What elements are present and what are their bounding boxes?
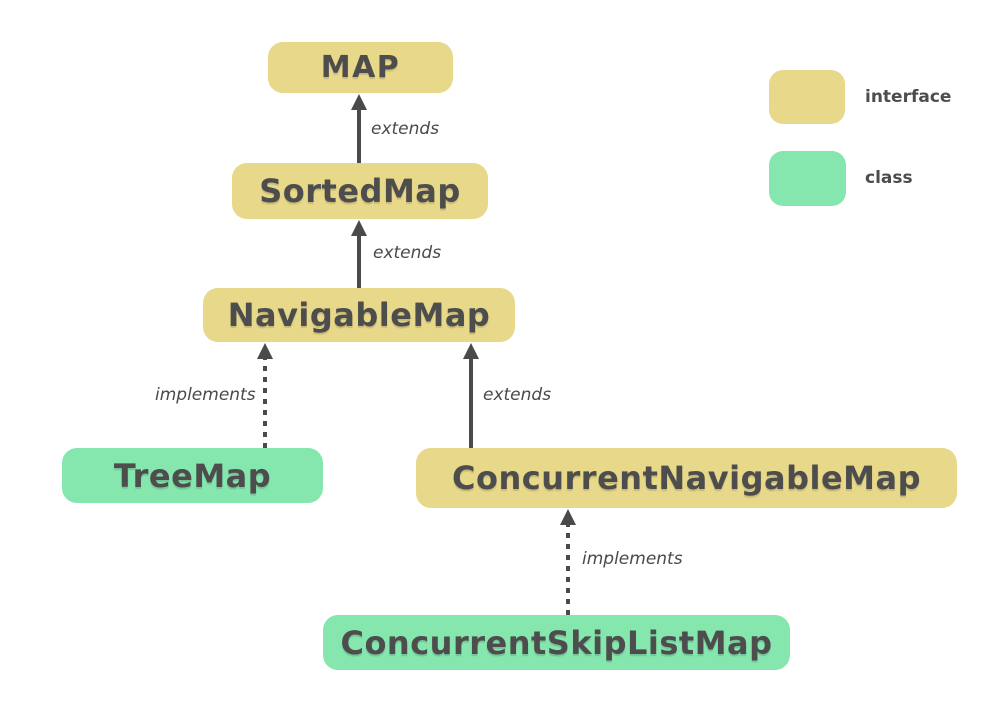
edge-navigablemap-sortedmap-arrowhead-icon xyxy=(351,220,367,236)
legend-label-class: class xyxy=(865,168,913,188)
legend-label-interface: interface xyxy=(865,87,952,107)
edge-concurrentskiplistmap-concurrentnavigablemap-arrowhead-icon xyxy=(560,509,576,525)
edge-label-implements-concurrentskiplistmap-concurrentnavigablemap: implements xyxy=(582,549,683,569)
legend-swatch-class xyxy=(769,151,846,206)
node-concurrentnavigablemap: ConcurrentNavigableMap xyxy=(416,448,957,508)
node-concurrentskiplistmap: ConcurrentSkipListMap xyxy=(323,615,790,670)
edge-label-implements-treemap-navigablemap: implements xyxy=(155,385,256,405)
node-navigablemap: NavigableMap xyxy=(203,288,515,342)
edge-label-extends-navigablemap-sortedmap: extends xyxy=(373,243,442,263)
edge-label-extends-sortedmap-map: extends xyxy=(371,119,440,139)
node-sortedmap: SortedMap xyxy=(232,163,488,219)
node-map: MAP xyxy=(268,42,453,93)
edge-concurrentnavigablemap-navigablemap-arrowhead-icon xyxy=(463,343,479,359)
edge-sortedmap-map-arrowhead-icon xyxy=(351,94,367,110)
legend-swatch-interface xyxy=(769,70,845,124)
node-treemap: TreeMap xyxy=(62,448,323,503)
edge-label-extends-concurrentnavigablemap-navigablemap: extends xyxy=(483,385,552,405)
edge-treemap-navigablemap-arrowhead-icon xyxy=(257,343,273,359)
